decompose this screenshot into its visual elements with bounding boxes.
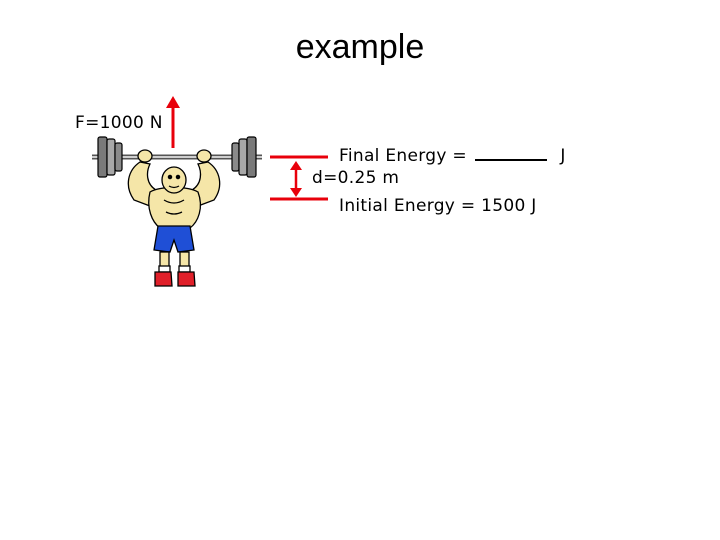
weightlifter-figure	[127, 149, 221, 287]
force-label: F=1000 N	[75, 113, 163, 133]
final-energy-label: Final Energy = J	[339, 145, 566, 166]
displacement-arrow	[290, 161, 302, 197]
initial-energy-label: Initial Energy = 1500 J	[339, 196, 537, 216]
slide-title: example	[295, 28, 425, 66]
final-energy-unit: J	[560, 146, 566, 166]
final-energy-blank	[474, 145, 547, 161]
final-energy-text: Final Energy =	[339, 146, 467, 166]
barbell	[92, 136, 262, 178]
distance-label: d=0.25 m	[312, 168, 400, 188]
force-arrow	[166, 96, 180, 148]
